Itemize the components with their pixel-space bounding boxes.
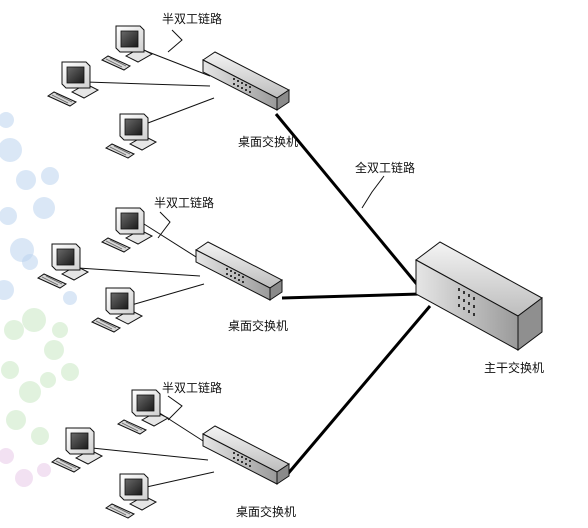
- background-dot: [0, 448, 14, 464]
- background-dot: [41, 167, 59, 185]
- pc-icon: [117, 389, 169, 435]
- label-desktop-switch-bot: 桌面交换机: [236, 504, 296, 519]
- background-dot: [15, 469, 33, 487]
- pc-icon: [105, 473, 157, 519]
- pc-icon: [91, 287, 143, 333]
- background-dot: [16, 170, 36, 190]
- uplink-sw2-core: [281, 292, 421, 300]
- pc-icon: [101, 25, 153, 71]
- background-dot: [22, 308, 46, 332]
- background-dot: [52, 322, 68, 338]
- label-half-duplex-bot: 半双工链路: [162, 380, 222, 395]
- background-dot: [40, 372, 56, 388]
- callout-leader: [167, 29, 183, 53]
- background-dot: [0, 138, 22, 162]
- label-half-duplex-top: 半双工链路: [162, 11, 222, 26]
- background-dot: [22, 254, 38, 270]
- pc-icon: [105, 113, 157, 159]
- label-desktop-switch-top: 桌面交换机: [238, 134, 298, 149]
- background-dot: [6, 410, 26, 430]
- uplink-sw1-core: [274, 113, 422, 289]
- callout-leader: [157, 211, 171, 239]
- link-pc3c-sw3: [141, 471, 215, 489]
- background-dot: [19, 381, 41, 403]
- desktop-switch-mid: [195, 241, 283, 301]
- link-pc2a-sw2: [143, 223, 205, 263]
- pc-icon: [47, 61, 99, 107]
- core-switch: [415, 241, 543, 351]
- background-dot: [37, 463, 51, 477]
- background-dot: [0, 280, 14, 300]
- link-pc2c-sw2: [127, 283, 205, 307]
- link-pc1c-sw1: [139, 97, 215, 127]
- pc-icon: [101, 207, 153, 253]
- background-dot: [0, 207, 17, 225]
- background-dot: [61, 363, 79, 381]
- background-dot: [4, 320, 24, 340]
- background-dot: [31, 427, 49, 445]
- label-desktop-switch-mid: 桌面交换机: [228, 318, 288, 333]
- desktop-switch-top: [202, 51, 290, 111]
- label-half-duplex-mid: 半双工链路: [154, 195, 214, 210]
- label-core-switch: 主干交换机: [484, 360, 544, 375]
- callout-leader: [167, 395, 183, 421]
- background-dot: [63, 291, 77, 305]
- link-pc2b-sw2: [77, 267, 201, 277]
- uplink-sw3-core: [284, 305, 432, 477]
- callout-leader: [361, 175, 385, 209]
- pc-icon: [51, 427, 103, 473]
- background-dot: [1, 361, 19, 379]
- link-pc3b-sw3: [91, 447, 209, 461]
- link-pc1b-sw1: [85, 81, 211, 87]
- background-dot: [33, 197, 55, 219]
- desktop-switch-bot: [202, 425, 290, 485]
- label-full-duplex: 全双工链路: [355, 160, 415, 175]
- background-dot: [44, 340, 64, 360]
- background-dot: [0, 112, 14, 128]
- pc-icon: [37, 243, 89, 289]
